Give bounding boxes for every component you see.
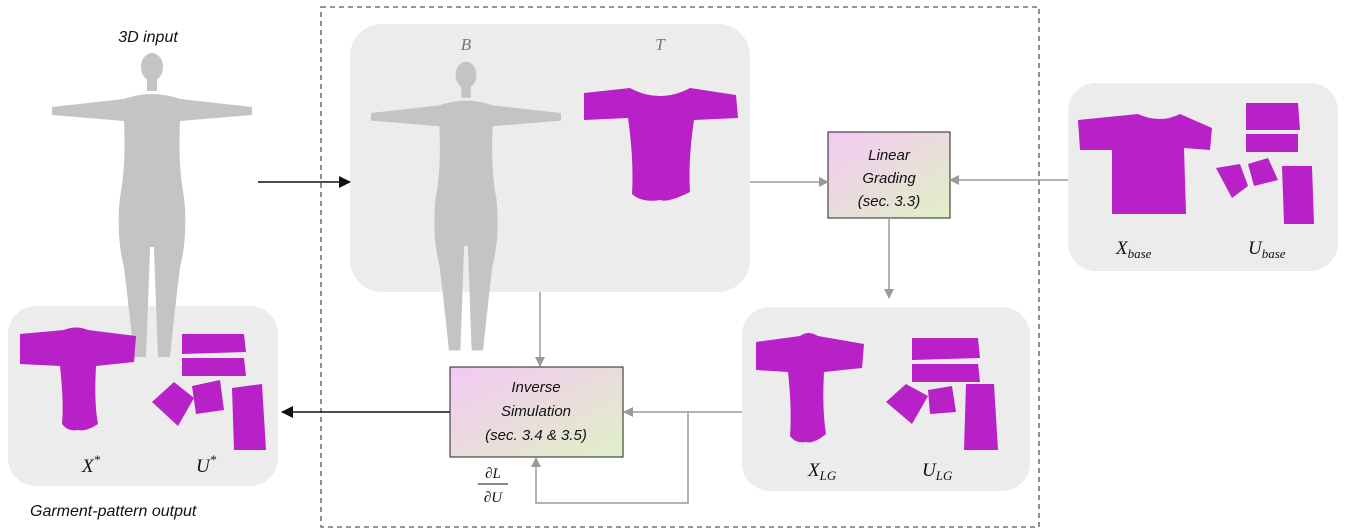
- u-base-sub: base: [1262, 246, 1286, 261]
- u-lg-main: U: [922, 460, 937, 481]
- lg-garment-icon: [756, 333, 864, 443]
- linear-grading-line1: Linear: [868, 147, 911, 164]
- x-base-sub: base: [1128, 246, 1152, 261]
- arrow-gradient-feedback: [531, 412, 689, 504]
- u-base-label: Ubase: [1248, 238, 1286, 261]
- output-pattern-icon: [152, 334, 266, 450]
- bottom-label: Garment-pattern output: [30, 503, 197, 520]
- x-lg-sub: LG: [819, 468, 837, 483]
- x-base-label: Xbase: [1115, 238, 1152, 261]
- linear-grading-box: [827, 131, 951, 219]
- x-star-label: X*: [81, 452, 101, 477]
- u-base-main: U: [1248, 238, 1263, 259]
- optimization-frame: [320, 6, 1040, 528]
- linear-grading-line2: Grading: [862, 170, 916, 187]
- inverse-simulation-box: [449, 366, 624, 458]
- x-star-main: X: [81, 456, 95, 477]
- x-star-sup: *: [94, 452, 101, 467]
- x-lg-main: X: [807, 460, 821, 481]
- target-label: T: [655, 35, 666, 54]
- top-label: 3D input: [118, 29, 178, 46]
- u-lg-label: ULG: [922, 460, 953, 483]
- body-label: B: [461, 35, 472, 54]
- u-star-label: U*: [196, 452, 217, 477]
- output-garment-icon: [20, 327, 136, 431]
- target-garment-icon: [584, 88, 738, 201]
- u-star-sup: *: [210, 452, 217, 467]
- linear-grading-line3: (sec. 3.3): [858, 193, 921, 210]
- inverse-sim-line1: Inverse: [511, 379, 560, 396]
- base-pattern-icon: [1216, 103, 1314, 224]
- base-garment-icon: [1078, 114, 1212, 214]
- x-lg-label: XLG: [807, 460, 837, 483]
- gradient-numerator: ∂L: [485, 466, 501, 482]
- gradient-denominator: ∂U: [484, 490, 503, 506]
- x-base-main: X: [1115, 238, 1129, 259]
- lg-pattern-icon: [886, 338, 998, 450]
- u-star-main: U: [196, 456, 211, 477]
- u-lg-sub: LG: [935, 468, 953, 483]
- inverse-sim-line2: Simulation: [501, 403, 571, 420]
- inverse-sim-line3: (sec. 3.4 & 3.5): [485, 427, 587, 444]
